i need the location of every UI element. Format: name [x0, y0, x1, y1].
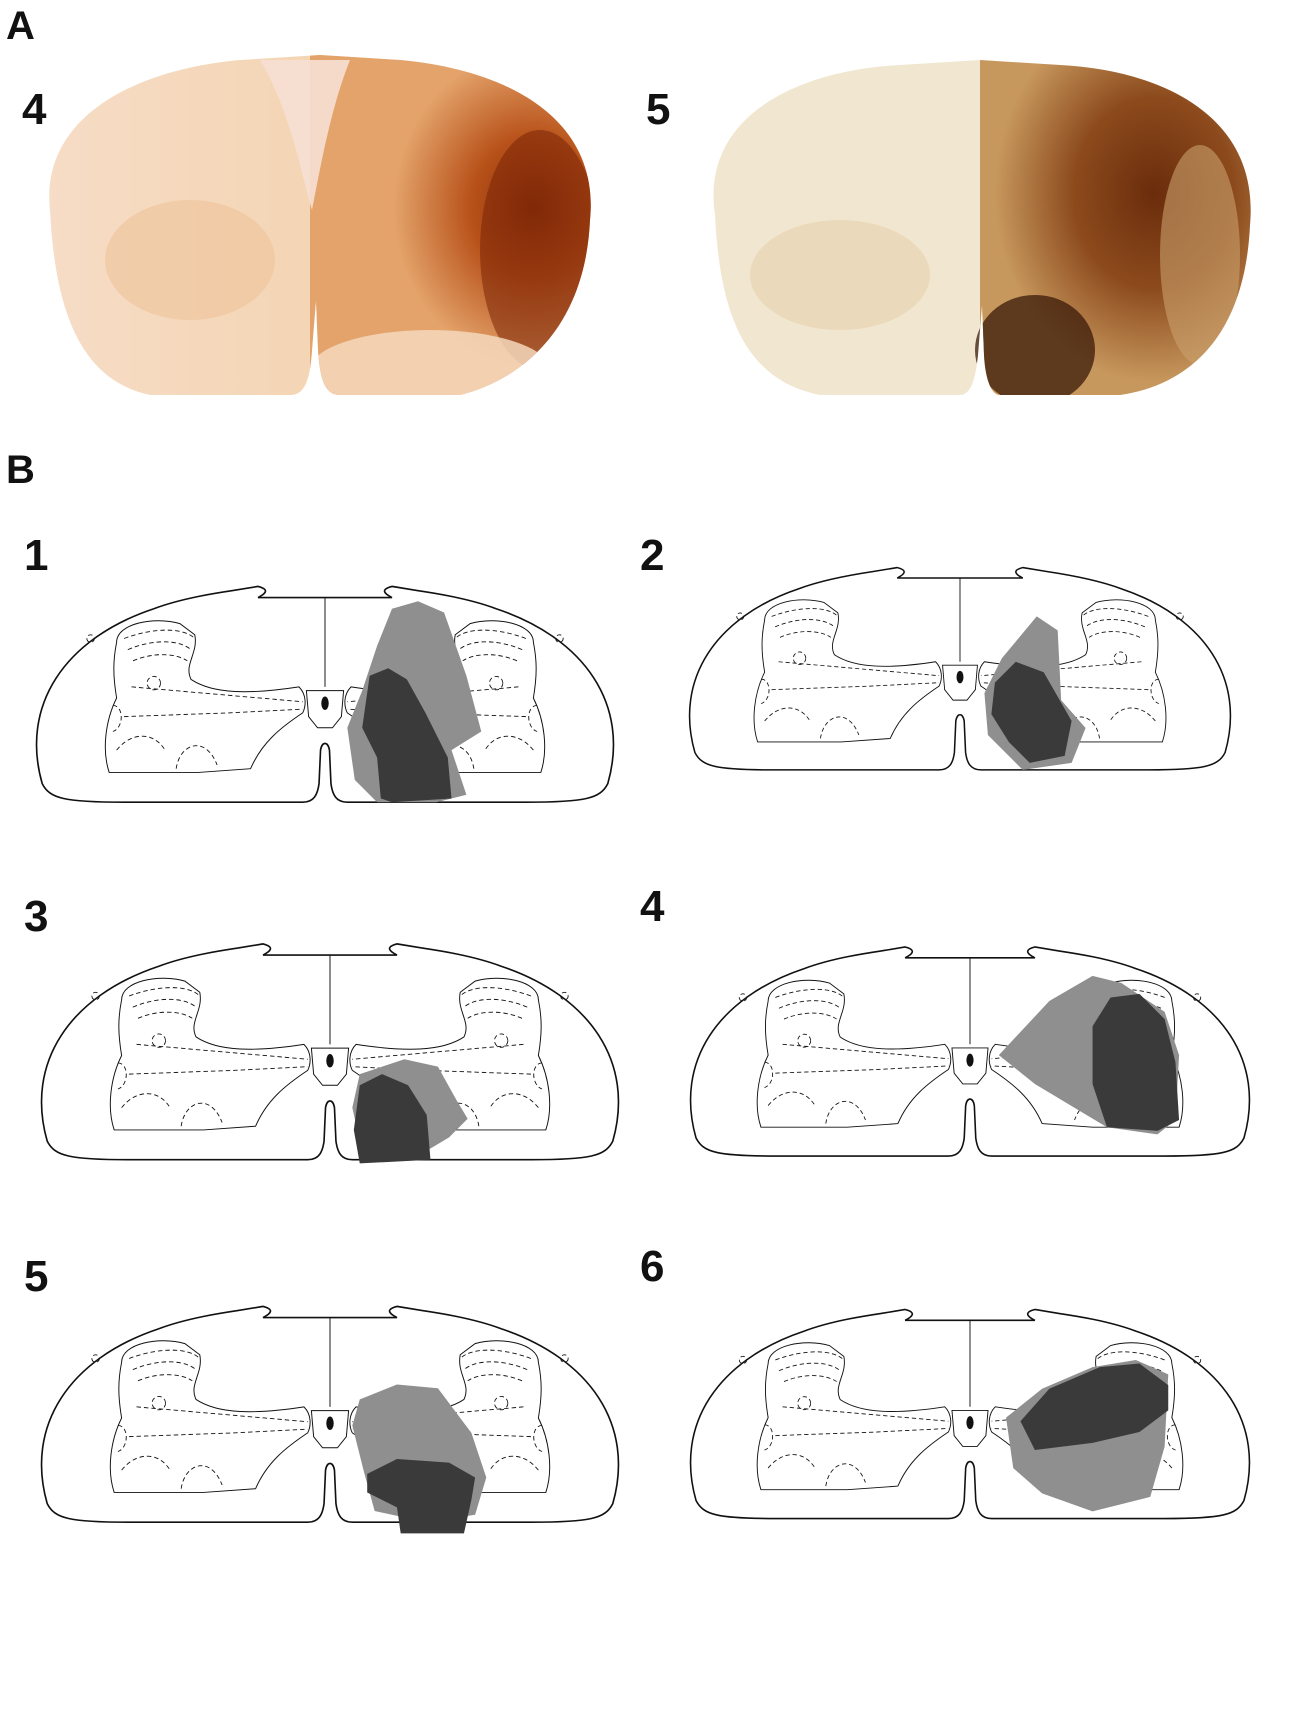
photo-4-label: 4 — [22, 85, 47, 134]
photo-section-5 — [713, 60, 1251, 395]
lesion-dark — [362, 668, 452, 803]
lesion-dark — [1092, 993, 1180, 1131]
diagram-section-1 — [35, 585, 615, 804]
lesion-dark — [991, 661, 1072, 763]
diagram-2-label: 2 — [640, 531, 665, 580]
diagram-5-label: 5 — [24, 1252, 49, 1301]
diagram-6-label: 6 — [640, 1242, 665, 1291]
photo-5-label: 5 — [646, 85, 671, 134]
diagram-3-label: 3 — [24, 892, 49, 941]
photo-section-4 — [49, 55, 591, 395]
diagram-section-4 — [689, 946, 1251, 1157]
diagram-section-2 — [688, 566, 1232, 771]
diagram-1-label: 1 — [24, 531, 49, 580]
diagram-section-3 — [40, 943, 620, 1164]
lesion-dark — [367, 1458, 476, 1534]
lesion-dark — [1020, 1363, 1169, 1451]
diagram-4-label: 4 — [640, 882, 665, 931]
panel-b-label: B — [6, 448, 35, 492]
panel-a-label: A — [6, 4, 35, 48]
diagram-section-6 — [689, 1308, 1251, 1520]
diagram-section-5 — [40, 1305, 620, 1534]
lesion-dark — [353, 1074, 431, 1164]
